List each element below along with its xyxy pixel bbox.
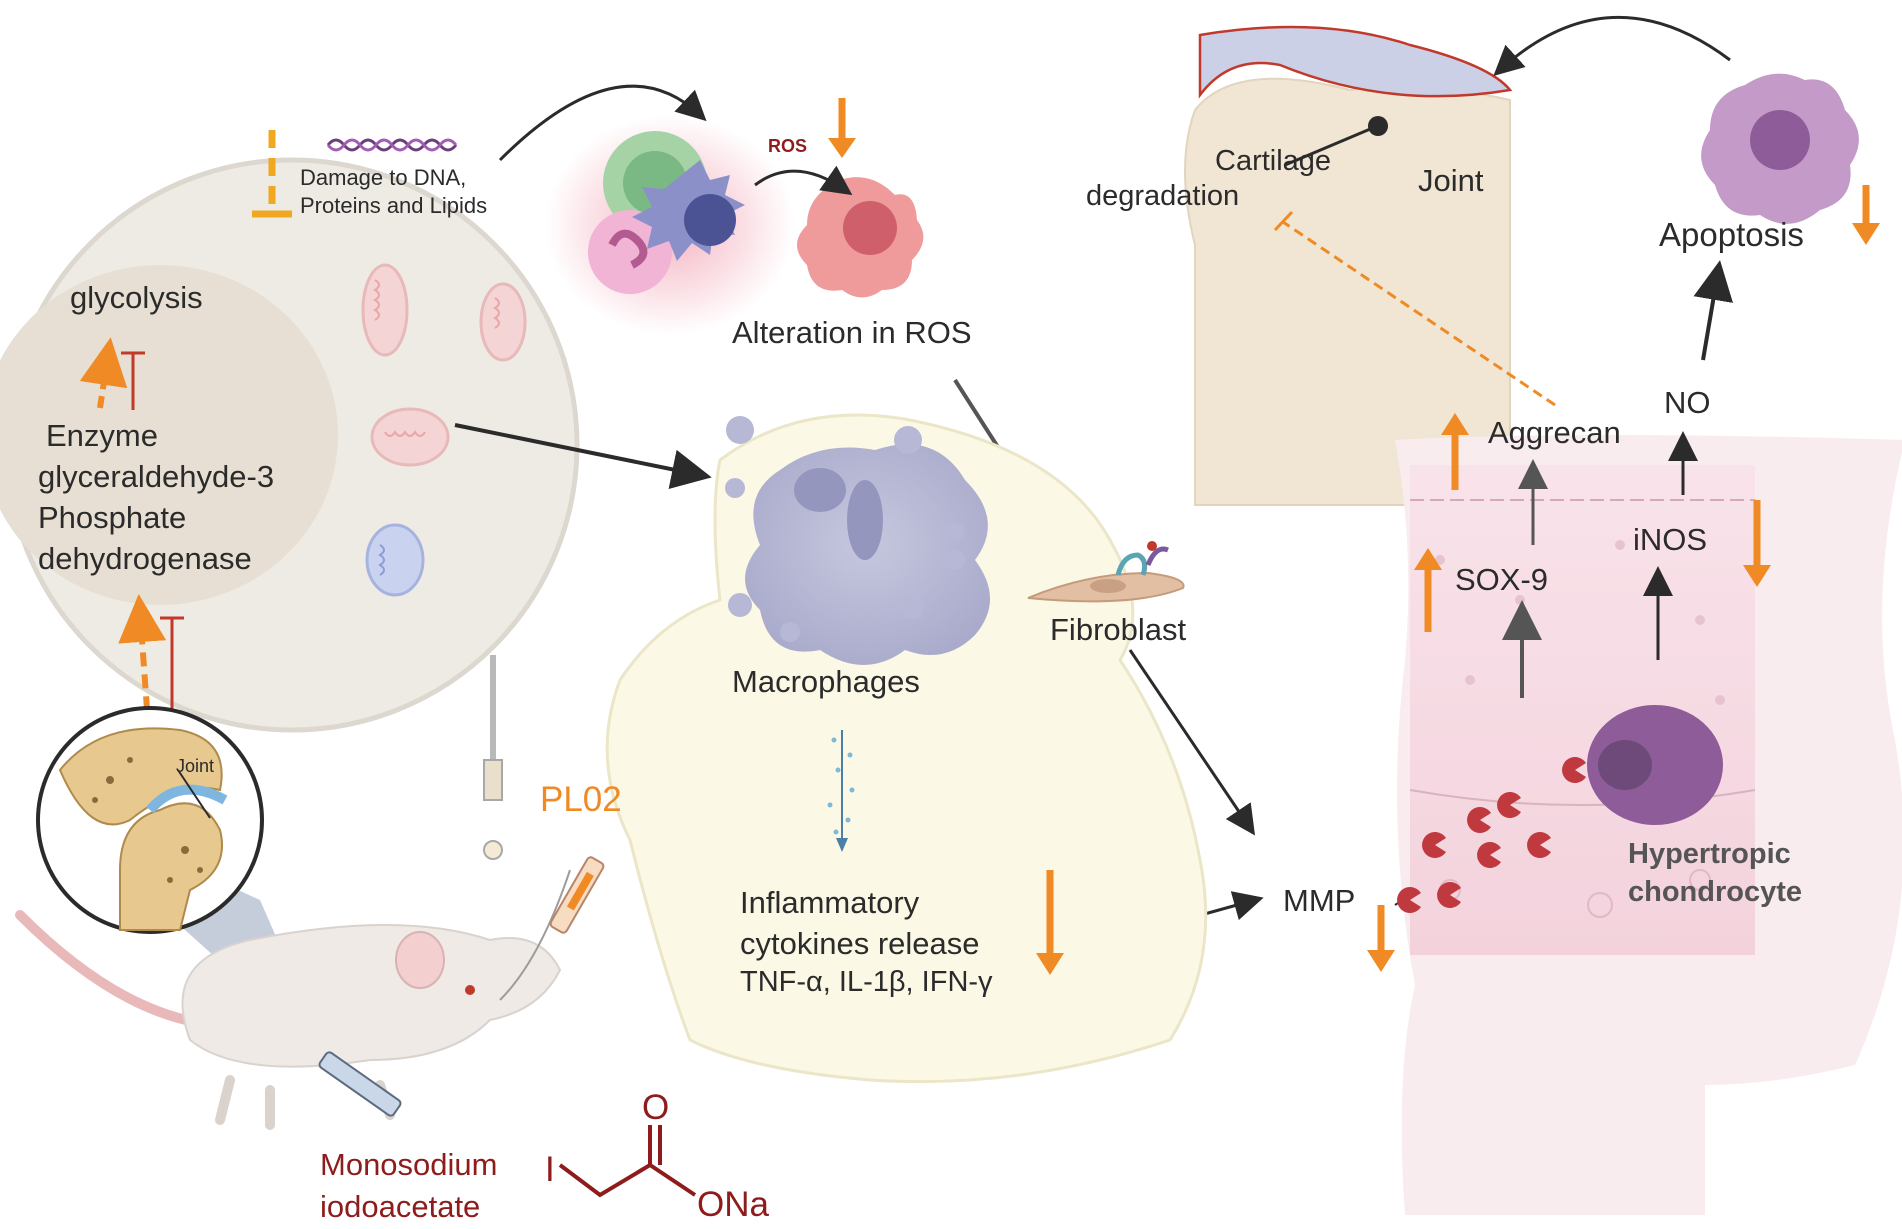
apoptosis-to-joint-arrow — [1493, 15, 1731, 77]
aggrecan-label: Aggrecan — [1488, 415, 1621, 450]
cytokine-dots-icon — [827, 730, 855, 852]
cartilage-label: Cartilage — [1215, 145, 1332, 177]
syringe-icon — [318, 856, 605, 1117]
ros-down-arrow — [828, 98, 856, 158]
mia-label-1: Monosodium — [320, 1147, 498, 1182]
alteration-ros-label: Alteration in ROS — [732, 315, 972, 350]
damage-label-1: Damage to DNA, — [300, 165, 467, 190]
chondrocyte-icon — [1587, 705, 1723, 825]
apoptosis-label: Apoptosis — [1659, 216, 1804, 253]
chem-ona-label: ONa — [697, 1185, 769, 1224]
cell-circle — [0, 157, 580, 733]
glycolysis-label: glycolysis — [70, 280, 203, 315]
mouse-icon — [15, 869, 571, 1130]
sox9-label: SOX-9 — [1455, 562, 1549, 597]
damage-label-2: Proteins and Lipids — [300, 193, 488, 218]
right-flow-arrows — [1502, 260, 1734, 698]
inflam-label-2: cytokines release — [740, 926, 980, 961]
no-label: NO — [1664, 385, 1711, 420]
mmp-label: MMP — [1283, 883, 1356, 918]
dropper-icon — [483, 655, 503, 860]
hypertropic-label-1: Hypertropic — [1628, 838, 1791, 870]
right-orange-arrows — [1367, 185, 1880, 972]
damage-inhibit-icon — [252, 130, 292, 218]
bone-joint-icon — [1184, 25, 1556, 506]
fibroblast-label: Fibroblast — [1050, 612, 1187, 647]
inflam-label-1: Inflammatory — [740, 885, 920, 920]
inflam-label-3: TNF-α, IL-1β, IFN-γ — [740, 966, 993, 998]
joint-large-label: Joint — [1418, 163, 1484, 198]
dna-icon — [326, 138, 458, 152]
degradation-label: degradation — [1086, 180, 1240, 212]
pl02-label: PL02 — [540, 780, 622, 819]
apoptotic-cell-icon — [1701, 73, 1859, 224]
inflam-down-arrow — [1036, 870, 1064, 975]
mia-structure-icon — [558, 1125, 697, 1198]
joint-small-label: Joint — [176, 756, 215, 776]
inos-label: iNOS — [1633, 522, 1708, 557]
mitochondria-icon — [361, 263, 527, 597]
enzyme-label-1: Enzyme — [46, 418, 158, 453]
ros-small-label: ROS — [768, 136, 808, 156]
macrophages-label: Macrophages — [732, 664, 920, 699]
mmp-pacman-icon — [1397, 757, 1586, 913]
enzyme-label-4: dehydrogenase — [38, 541, 252, 576]
mia-label-2: iodoacetate — [320, 1189, 481, 1224]
enzyme-label-2: glyceraldehyde-3 — [38, 459, 275, 494]
fibroblast-icon — [1027, 541, 1185, 603]
chem-o-label: O — [642, 1088, 670, 1127]
glycolysis-arrows — [79, 337, 145, 410]
chem-i-label: I — [545, 1150, 555, 1189]
macrophage-icon — [725, 416, 990, 665]
enzyme-label-3: Phosphate — [38, 500, 187, 535]
ros-cell-icon — [797, 177, 924, 298]
hypertropic-label-2: chondrocyte — [1628, 876, 1803, 908]
immune-cells-icon — [545, 115, 795, 335]
